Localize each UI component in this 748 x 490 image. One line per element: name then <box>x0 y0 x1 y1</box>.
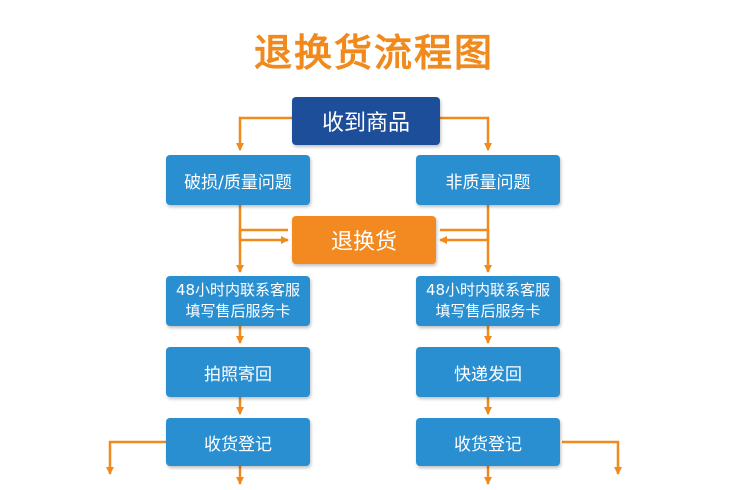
node-received: 收到商品 <box>292 97 440 145</box>
contact-right-line2: 填写售后服务卡 <box>435 302 541 320</box>
node-non-quality: 非质量问题 <box>416 155 560 205</box>
node-contact-left: 48小时内联系客服 填写售后服务卡 <box>166 276 310 326</box>
node-express-send: 快递发回 <box>416 347 560 397</box>
node-damaged-quality: 破损/质量问题 <box>166 155 310 205</box>
arrow-received-to-nonquality <box>440 116 492 151</box>
arrow-receipt-right-out <box>562 440 622 475</box>
arrow-received-to-damaged <box>236 116 292 151</box>
node-return-exchange: 退换货 <box>292 216 436 264</box>
node-receipt-left: 收货登记 <box>166 418 310 466</box>
contact-left-line1: 48小时内联系客服 <box>175 281 301 299</box>
contact-right-line1: 48小时内联系客服 <box>425 281 551 299</box>
arrow-receipt-left-out <box>106 440 166 475</box>
contact-left-line2: 填写售后服务卡 <box>185 302 291 320</box>
node-photo-send: 拍照寄回 <box>166 347 310 397</box>
arrow-return-to-contact-left <box>236 228 288 273</box>
arrow-damaged-to-return <box>238 205 289 244</box>
arrow-nonquality-to-return <box>439 205 490 244</box>
node-contact-right: 48小时内联系客服 填写售后服务卡 <box>416 276 560 326</box>
page-title: 退换货流程图 <box>253 31 494 75</box>
arrow-return-to-contact-right <box>440 228 492 273</box>
node-receipt-right: 收货登记 <box>416 418 560 466</box>
